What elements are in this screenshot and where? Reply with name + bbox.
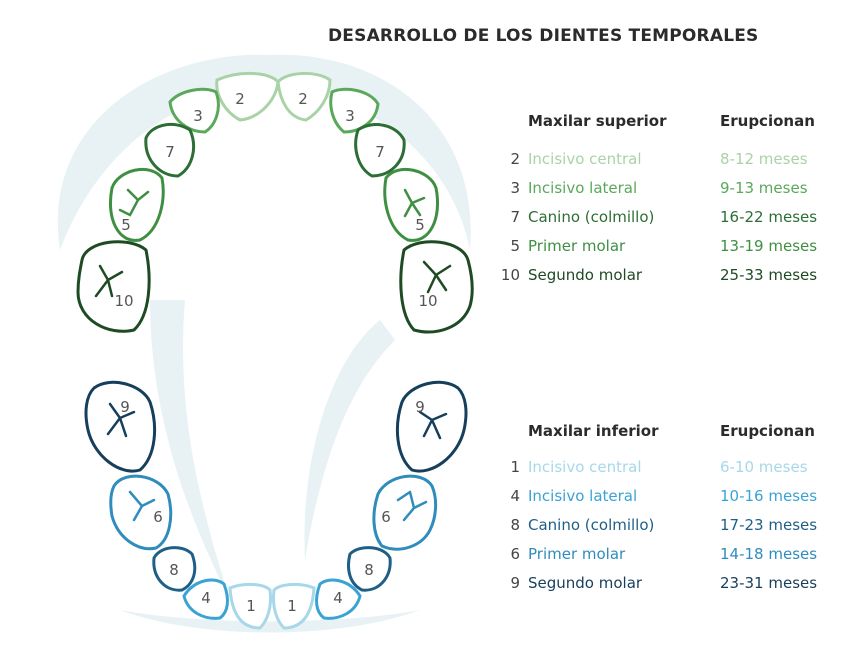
tooth-name: Primer molar (528, 237, 626, 255)
tooth-label-lower-8-right: 8 (364, 561, 374, 579)
tooth-lower-canine-right (347, 546, 392, 592)
eruption-months: 6-10 meses (720, 458, 808, 476)
tooth-lower-lateral-incisor-left (182, 578, 229, 620)
upper-arch: 2 2 3 3 7 7 5 5 10 10 (76, 71, 474, 334)
fissure-lower-first-molar-left (128, 490, 156, 522)
row-number: 4 (510, 487, 520, 505)
row-number: 3 (510, 179, 520, 197)
tooth-name: Canino (colmillo) (528, 208, 655, 226)
tooth-lower-second-molar-left (84, 380, 157, 473)
eruption-months: 10-16 meses (720, 487, 818, 505)
tooth-label-lower-6-right: 6 (381, 508, 391, 526)
fissure-upper-first-molar-left (118, 188, 150, 217)
eruption-months: 9-13 meses (720, 179, 808, 197)
tooth-upper-lateral-incisor-left (168, 87, 220, 134)
eruption-months: 17-23 meses (720, 516, 818, 534)
eruption-months: 25-33 meses (720, 266, 818, 284)
tooth-label-upper-7-right: 7 (375, 143, 385, 161)
fissure-lower-second-molar-left (106, 402, 136, 438)
tooth-label-upper-10-right: 10 (418, 292, 437, 310)
tooth-upper-first-molar-left (108, 167, 165, 242)
tooth-upper-central-incisor-left (215, 71, 280, 122)
upper-row: 7 Canino (colmillo) 16-22 meses (500, 208, 840, 230)
tooth-label-upper-5-left: 5 (121, 216, 131, 234)
eruption-months: 13-19 meses (720, 237, 818, 255)
lower-row: 4 Incisivo lateral 10-16 meses (500, 487, 840, 509)
eruption-months: 14-18 meses (720, 545, 818, 563)
tooth-lower-central-incisor-left (228, 582, 272, 630)
lower-arch: 9 9 6 6 8 8 4 4 1 1 (84, 380, 468, 630)
tooth-upper-canine-left (144, 122, 195, 178)
tooth-label-upper-5-right: 5 (415, 216, 425, 234)
fissure-upper-second-molar-right (422, 260, 452, 294)
tooth-lower-first-molar-left (109, 474, 173, 551)
tooth-lower-canine-left (152, 546, 197, 592)
tooth-label-lower-6-left: 6 (153, 508, 163, 526)
eruption-months: 16-22 meses (720, 208, 818, 226)
tooth-label-upper-3-right: 3 (345, 107, 355, 125)
tooth-label-lower-1-right: 1 (287, 597, 297, 615)
upper-row: 3 Incisivo lateral 9-13 meses (500, 179, 840, 201)
row-number: 6 (510, 545, 520, 563)
row-number: 10 (500, 266, 520, 284)
fissure-lower-first-molar-right (396, 490, 428, 522)
upper-row: 2 Incisivo central 8-12 meses (500, 150, 840, 172)
tooth-label-upper-10-left: 10 (114, 292, 133, 310)
fissure-upper-first-molar-right (403, 188, 426, 218)
row-number: 9 (510, 574, 520, 592)
upper-eruption-heading: Erupcionan (720, 112, 815, 130)
tooth-label-lower-9-left: 9 (120, 398, 130, 416)
tooth-label-lower-9-right: 9 (415, 398, 425, 416)
eruption-months: 8-12 meses (720, 150, 808, 168)
tooth-name: Primer molar (528, 545, 626, 563)
tooth-lower-first-molar-right (372, 474, 438, 551)
lower-row: 6 Primer molar 14-18 meses (500, 545, 840, 567)
tooth-name: Segundo molar (528, 574, 643, 592)
row-number: 1 (510, 458, 520, 476)
row-number: 5 (510, 237, 520, 255)
diagram-title: DESARROLLO DE LOS DIENTES TEMPORALES (328, 26, 759, 46)
tooth-label-lower-8-left: 8 (169, 561, 179, 579)
tooth-lower-second-molar-right (395, 380, 468, 473)
row-number: 7 (510, 208, 520, 226)
tooth-label-lower-4-right: 4 (333, 589, 343, 607)
tooth-lower-lateral-incisor-right (315, 578, 362, 620)
eruption-months: 23-31 meses (720, 574, 818, 592)
tooth-label-lower-4-left: 4 (201, 589, 211, 607)
tooth-label-upper-3-left: 3 (193, 107, 203, 125)
tooth-upper-central-incisor-right (276, 72, 332, 122)
tooth-name: Incisivo central (528, 458, 642, 476)
fissure-lower-second-molar-right (418, 410, 448, 440)
tooth-name: Incisivo lateral (528, 179, 638, 197)
upper-row: 5 Primer molar 13-19 meses (500, 237, 840, 259)
tooth-upper-second-molar-right (399, 240, 474, 334)
upper-jaw-heading: Maxilar superior (528, 112, 667, 130)
fissure-upper-second-molar-left (94, 264, 124, 298)
tooth-name: Segundo molar (528, 266, 643, 284)
tooth-name: Canino (colmillo) (528, 516, 655, 534)
tooth-name: Incisivo lateral (528, 487, 638, 505)
tooth-label-upper-2-left: 2 (235, 90, 245, 108)
tooth-label-upper-7-left: 7 (165, 143, 175, 161)
tooth-lower-central-incisor-right (272, 582, 316, 630)
tooth-label-lower-1-left: 1 (246, 597, 256, 615)
tooth-label-upper-2-right: 2 (298, 90, 308, 108)
upper-row: 10 Segundo molar 25-33 meses (500, 266, 840, 288)
tooth-upper-canine-right (354, 123, 406, 178)
lower-row: 1 Incisivo central 6-10 meses (500, 458, 840, 480)
lower-row: 9 Segundo molar 23-31 meses (500, 574, 840, 596)
lower-jaw-heading: Maxilar inferior (528, 422, 659, 440)
row-number: 2 (510, 150, 520, 168)
lower-row: 8 Canino (colmillo) 17-23 meses (500, 516, 840, 538)
tooth-upper-second-molar-left (76, 240, 151, 333)
row-number: 8 (510, 516, 520, 534)
tooth-name: Incisivo central (528, 150, 642, 168)
lower-eruption-heading: Erupcionan (720, 422, 815, 440)
